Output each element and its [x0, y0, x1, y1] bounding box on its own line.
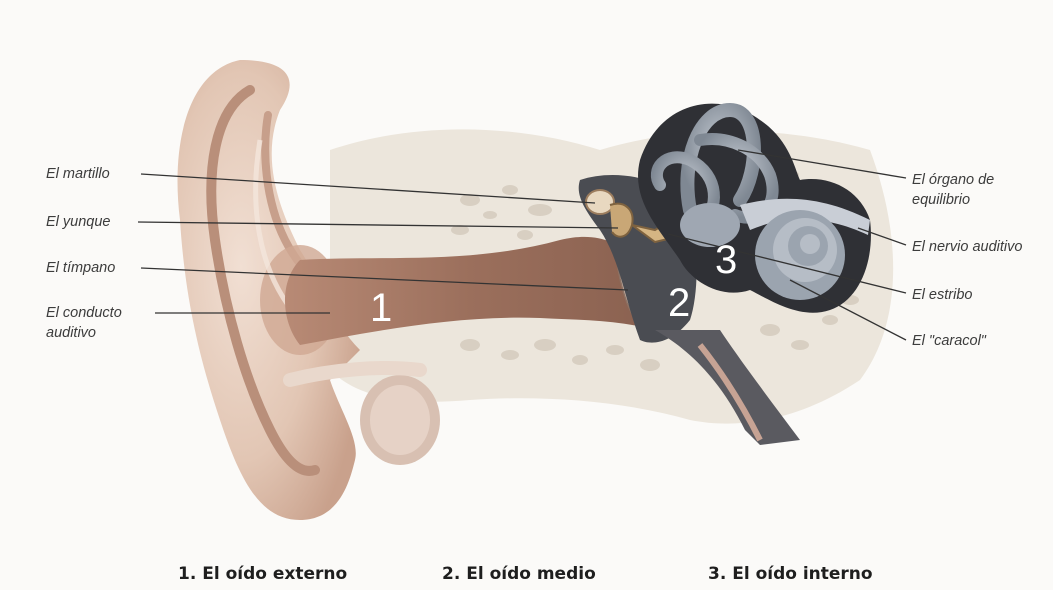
label-nervio-auditivo: El nervio auditivo — [912, 237, 1022, 257]
label-organo-line2: equilibrio — [912, 190, 994, 210]
anvil-bone — [610, 204, 633, 237]
label-yunque: El yunque — [46, 212, 111, 232]
cochlea — [755, 210, 845, 300]
label-caracol: El "caracol" — [912, 331, 986, 351]
caption-oido-interno: 3. El oído interno — [708, 563, 873, 585]
label-conducto-line2: auditivo — [46, 323, 122, 343]
hammer-bone — [586, 190, 614, 214]
label-organo-line1: El órgano de — [912, 170, 994, 190]
caption-oido-medio: 2. El oído medio — [442, 563, 596, 585]
region-number-outer: 1 — [370, 288, 392, 328]
label-timpano: El tímpano — [46, 258, 115, 278]
label-organo-equilibrio: El órgano de equilibrio — [912, 170, 994, 210]
label-estribo: El estribo — [912, 285, 972, 305]
label-conducto: El conducto auditivo — [46, 303, 122, 343]
region-number-middle: 2 — [668, 283, 690, 323]
label-conducto-line1: El conducto — [46, 303, 122, 323]
region-number-inner: 3 — [715, 240, 737, 280]
label-martillo: El martillo — [46, 164, 110, 184]
caption-oido-externo: 1. El oído externo — [178, 563, 347, 585]
